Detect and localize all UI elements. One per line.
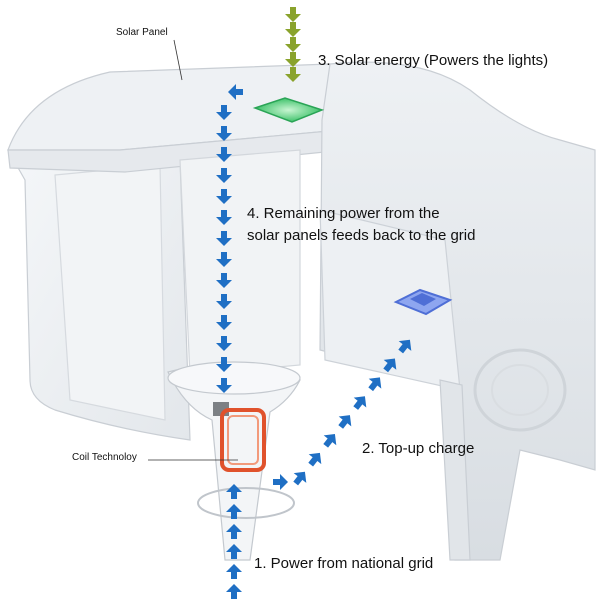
down-arrow <box>216 126 232 141</box>
step-4-label-line2: solar panels feeds back to the grid <box>247 227 476 244</box>
coil <box>213 402 266 472</box>
funnel-rim <box>167 361 301 395</box>
right-canopy <box>319 61 596 561</box>
diagonal-arrow <box>383 358 397 373</box>
diagonal-arrow <box>308 452 322 467</box>
diagonal-arrow <box>353 396 367 410</box>
up-arrow <box>226 504 242 519</box>
solar-panel-leader <box>173 39 183 81</box>
diagonal-arrows-path-2 <box>293 339 412 486</box>
down-arrow <box>216 336 232 351</box>
down-arrow <box>216 378 232 393</box>
down-arrow <box>216 147 232 162</box>
green-arrow <box>285 67 301 82</box>
down-arrow <box>216 252 232 267</box>
down-arrow <box>216 168 232 183</box>
down-arrow <box>216 231 232 246</box>
diagonal-arrow <box>368 377 382 392</box>
step-3-label: 3. Solar energy (Powers the lights) <box>318 52 549 69</box>
diagonal-arrow <box>338 415 352 429</box>
solar-panel-glow <box>252 97 325 123</box>
down-arrow <box>216 105 232 120</box>
center-pillar <box>179 149 301 376</box>
down-arrow <box>216 189 232 204</box>
up-arrow <box>226 584 242 599</box>
down-arrow <box>216 273 232 288</box>
down-arrow <box>216 294 232 309</box>
coil-technology-label: Coil Technoloy <box>72 452 137 463</box>
down-arrow <box>216 210 232 225</box>
green-arrow <box>285 7 301 22</box>
up-arrow <box>226 484 242 499</box>
down-arrow <box>216 315 232 330</box>
step-2-label: 2. Top-up charge <box>362 440 475 457</box>
diagonal-arrow <box>398 339 412 354</box>
down-arrows-path-4 <box>216 105 232 393</box>
right-post <box>439 379 471 561</box>
green-arrow <box>285 37 301 52</box>
green-arrow <box>285 52 301 67</box>
step-4-label-line1: 4. Remaining power from the <box>247 205 440 222</box>
roof-bend-arrow <box>228 84 243 100</box>
bend-arrows <box>228 84 288 490</box>
green-arrows-path-3 <box>285 7 301 82</box>
left-wall-inner <box>54 164 166 421</box>
shelter-structure <box>7 61 596 561</box>
green-arrow <box>285 22 301 37</box>
wheel-inner <box>491 364 549 416</box>
up-arrow <box>226 544 242 559</box>
up-arrow <box>226 524 242 539</box>
diagonal-arrow <box>293 471 307 486</box>
coil-bend-arrow <box>273 474 288 490</box>
step-1-label: 1. Power from national grid <box>254 555 434 572</box>
solar-panel-label: Solar Panel <box>116 27 168 38</box>
up-arrows-path-1 <box>226 484 242 599</box>
diagonal-arrow <box>323 433 337 448</box>
wheel <box>473 348 567 432</box>
up-arrow <box>226 564 242 579</box>
ring <box>197 487 295 519</box>
down-arrow <box>216 357 232 372</box>
charging-pad <box>393 288 453 316</box>
